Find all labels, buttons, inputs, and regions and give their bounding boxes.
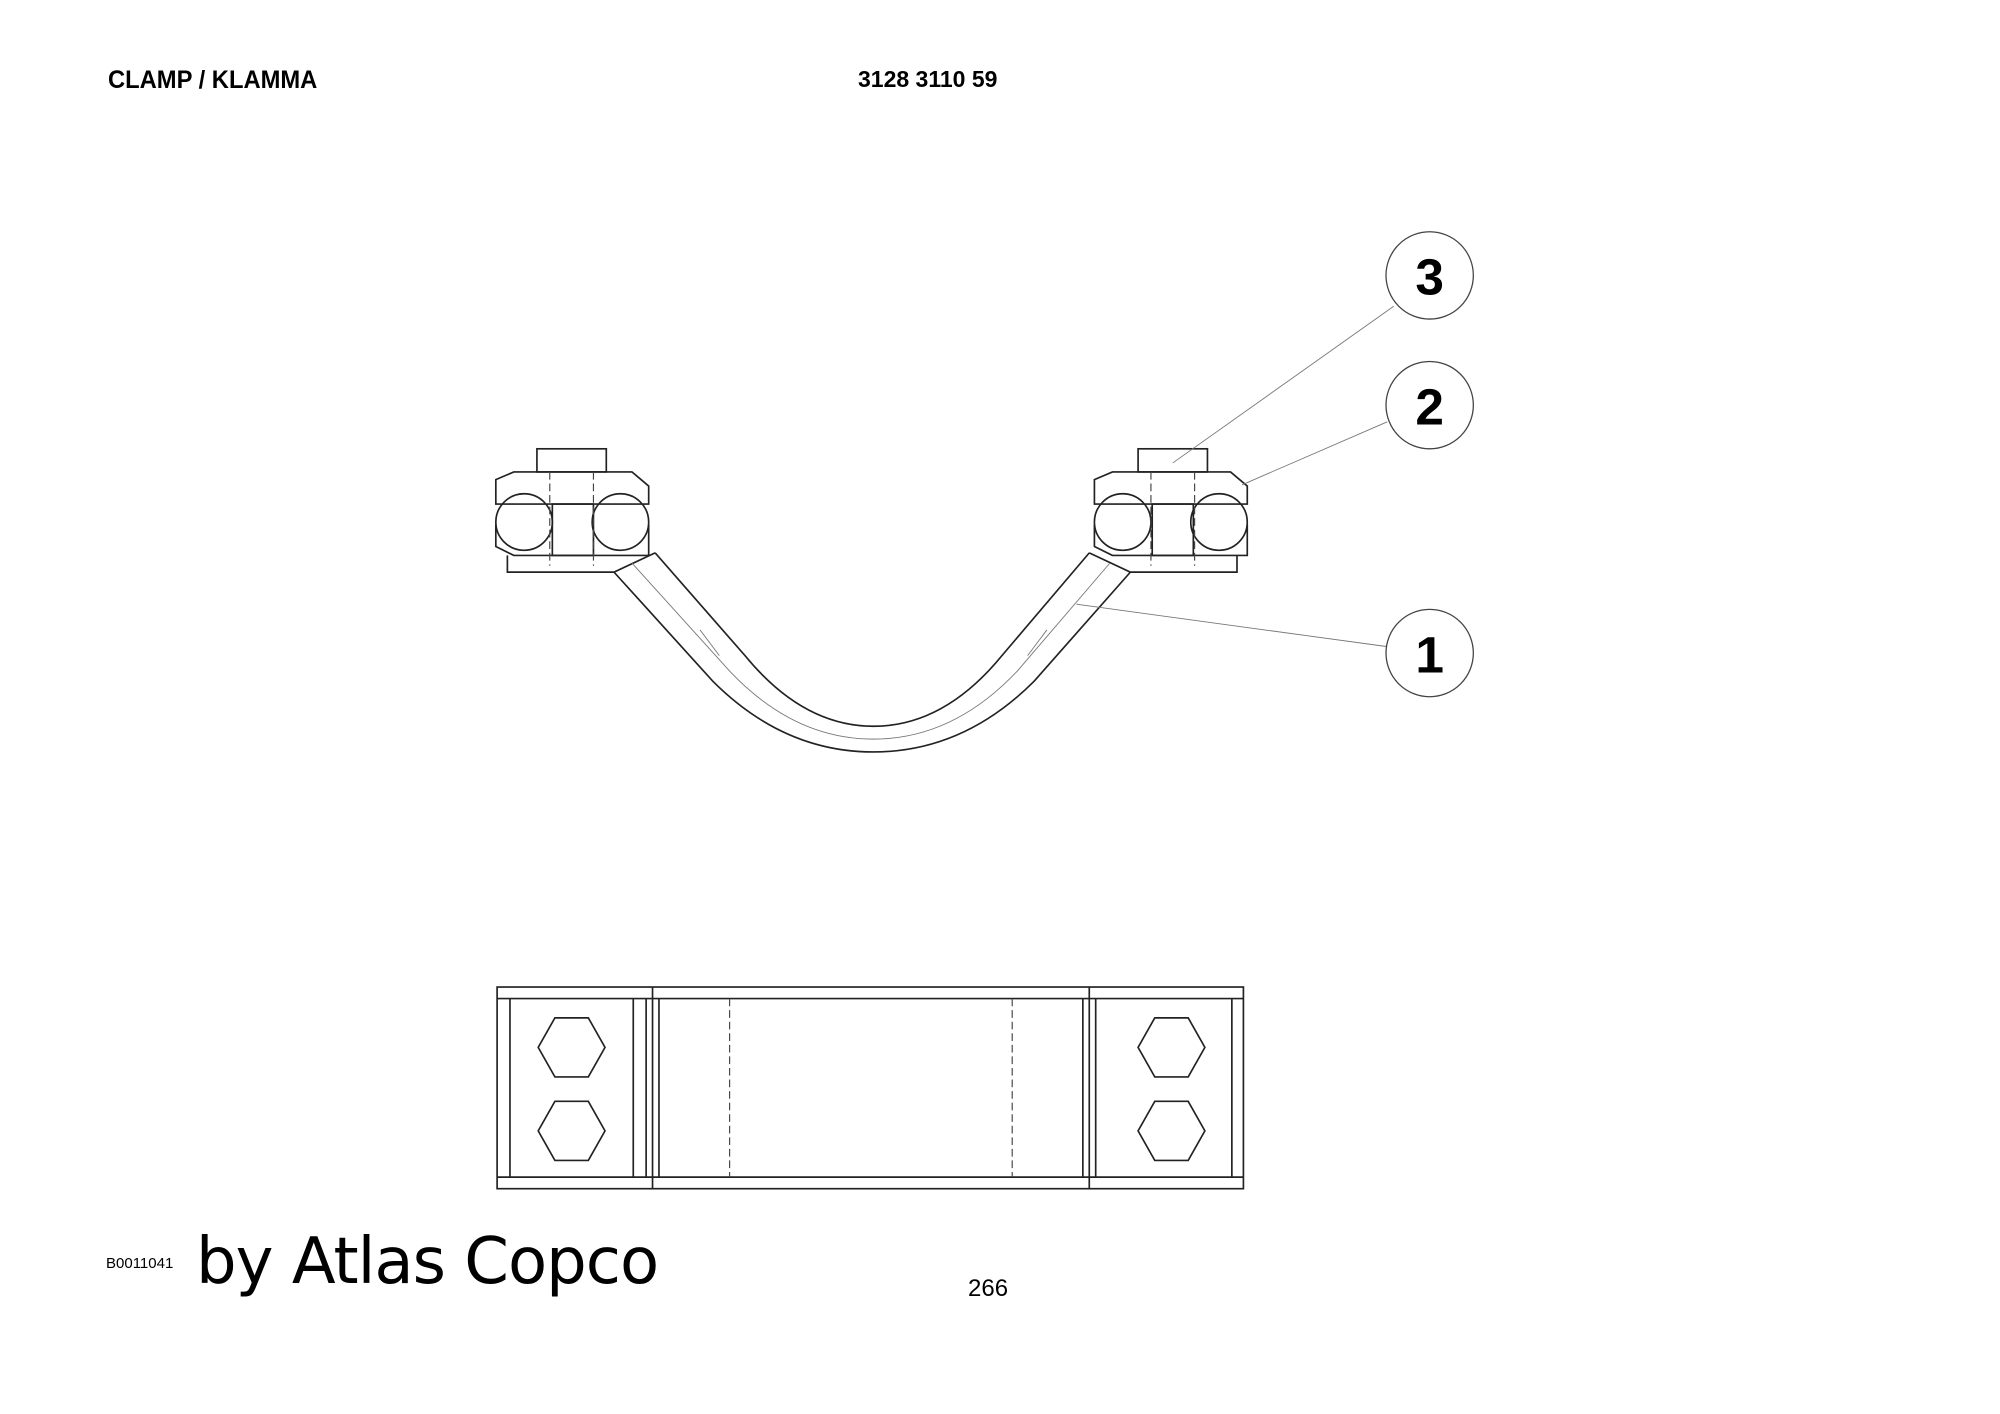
- leader-line-1: [1076, 603, 1388, 648]
- document-title: CLAMP / KLAMMA: [108, 66, 318, 94]
- leader-line-2: [1241, 421, 1388, 486]
- figure-id: B0011041: [106, 1255, 174, 1272]
- clamp-plan-view: [496, 986, 1245, 1190]
- clamp-side-view: [494, 447, 1249, 753]
- part-number: 3128 3110 59: [858, 66, 998, 92]
- callout-3: 3: [1385, 231, 1474, 320]
- callout-1: 1: [1385, 608, 1474, 698]
- callout-number: 1: [1415, 625, 1444, 683]
- callout-number: 2: [1415, 377, 1444, 435]
- page-number: 266: [968, 1275, 1009, 1302]
- leader-line-3: [1172, 305, 1394, 464]
- callout-2: 2: [1385, 360, 1474, 450]
- watermark: by Atlas Copco: [196, 1225, 659, 1299]
- callout-number: 3: [1415, 248, 1444, 306]
